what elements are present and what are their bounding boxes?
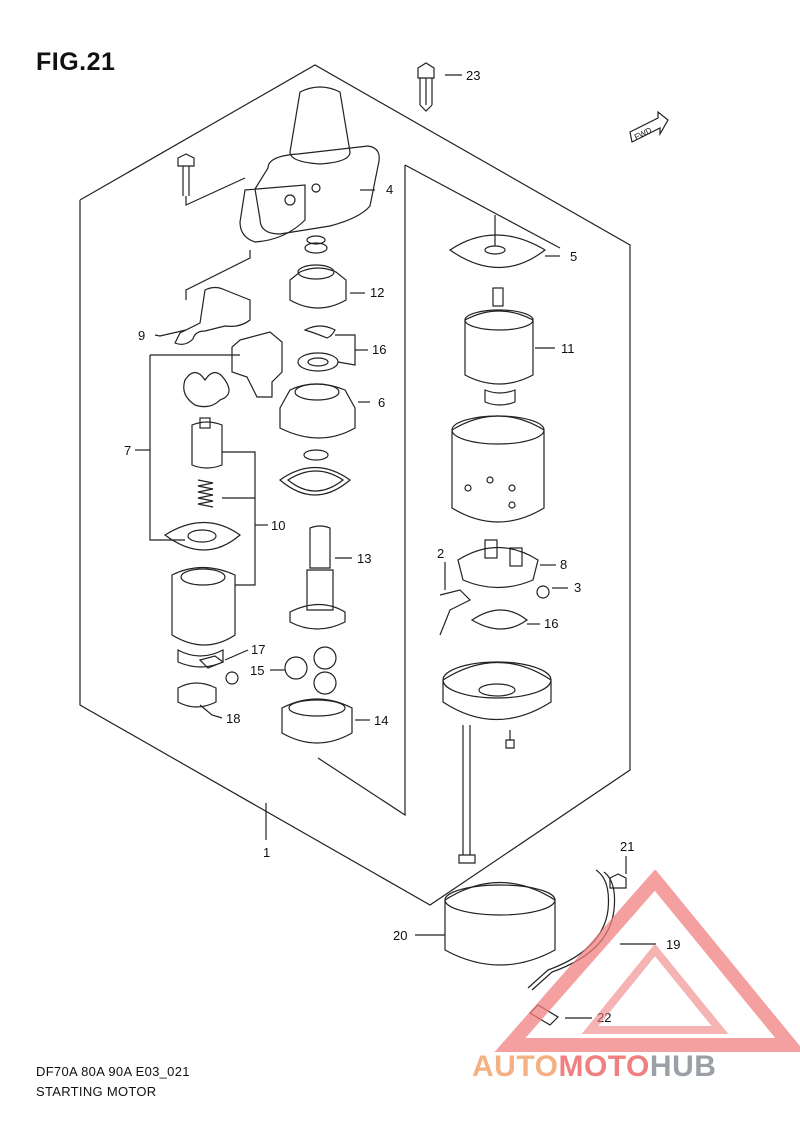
callout-16-left: 16 (372, 342, 386, 357)
pinion-12 (289, 235, 365, 309)
cover-6 (279, 383, 370, 439)
plate-5 (448, 215, 560, 268)
callout-2: 2 (437, 546, 444, 561)
clamp-18 (177, 671, 239, 719)
watermark-part-moto: MOTO (558, 1050, 650, 1083)
callout-19: 19 (666, 937, 680, 952)
band-20 (415, 881, 556, 966)
callout-12: 12 (370, 285, 384, 300)
assembly-boundary-outer (79, 64, 631, 906)
bolt-23 (417, 62, 462, 112)
callout-8: 8 (560, 557, 567, 572)
bolt-housing (177, 153, 246, 206)
watermark-part-auto: AUTO (472, 1050, 559, 1083)
brush-lead-2 (439, 589, 472, 636)
brush-holder-8 (444, 539, 556, 590)
gasket-ring (279, 449, 351, 496)
callout-7: 7 (124, 443, 131, 458)
callout-17: 17 (251, 642, 265, 657)
callout-18: 18 (226, 711, 240, 726)
callout-10: 10 (271, 518, 285, 533)
callout-15: 15 (250, 663, 264, 678)
callout-9: 9 (138, 328, 145, 343)
callout-20: 20 (393, 928, 407, 943)
end-cover (442, 661, 552, 721)
callout-21: 21 (620, 839, 634, 854)
solenoid-7 (135, 331, 283, 541)
strap-19 (527, 869, 656, 991)
watermark-logo-text: AUTOMOTOHUB (472, 1050, 716, 1084)
watermark-part-hub: HUB (649, 1050, 717, 1083)
callout-1: 1 (263, 845, 270, 860)
callout-4: 4 (386, 182, 393, 197)
shaft-13 (289, 525, 352, 630)
figure-name: STARTING MOTOR (36, 1084, 157, 1099)
housing-4 (239, 86, 380, 243)
assembly-boundary-inner-top (404, 164, 561, 249)
armature-11 (464, 287, 555, 406)
bolt-21 (609, 856, 627, 889)
nut-17 (198, 649, 249, 669)
spring (197, 479, 214, 508)
callout-3: 3 (574, 580, 581, 595)
lever-9 (154, 250, 251, 345)
callout-13: 13 (357, 551, 371, 566)
plate-16-right (470, 609, 540, 630)
assembly-boundary-inner (317, 165, 406, 817)
callout-16-right: 16 (544, 616, 558, 631)
motor-body (171, 566, 236, 668)
fwd-label: FWD (633, 126, 654, 142)
figure-code: DF70A 80A 90A E03_021 (36, 1064, 190, 1079)
yoke (451, 415, 545, 523)
fwd-arrow-icon (629, 110, 669, 143)
through-bolt (458, 725, 476, 864)
callout-14: 14 (374, 713, 388, 728)
callout-6: 6 (378, 395, 385, 410)
watermark-triangle-icon (494, 870, 800, 1052)
callout-11: 11 (561, 341, 575, 356)
callout-23: 23 (466, 68, 480, 83)
plate-10 (163, 451, 268, 586)
gears-15 (270, 646, 337, 695)
ring-gear-14 (281, 698, 370, 744)
callout-5: 5 (570, 249, 577, 264)
clip-16 (297, 325, 368, 372)
nut-3 (536, 585, 568, 599)
screw-end (505, 730, 515, 749)
figure-title: FIG.21 (36, 48, 116, 76)
